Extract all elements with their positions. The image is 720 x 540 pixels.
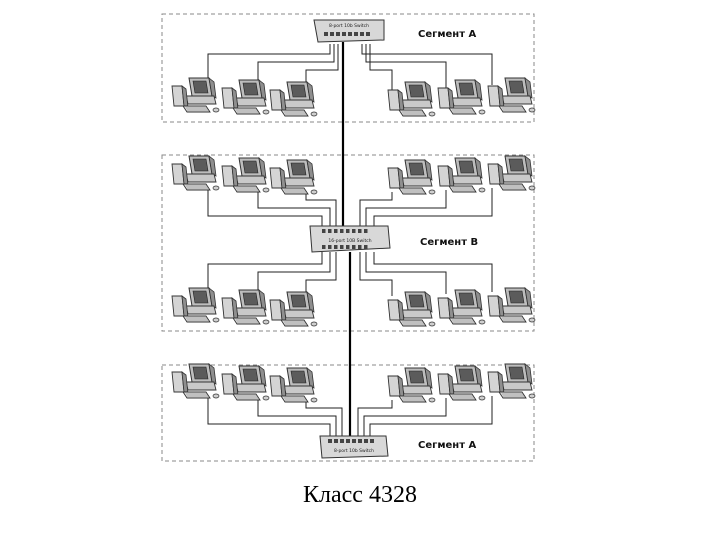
workstation-icon — [171, 155, 220, 191]
workstation-icon — [269, 291, 318, 327]
top-switch-label: 8-port 10b Switch — [329, 23, 369, 29]
slide-caption: Класс 4328 — [303, 482, 417, 508]
workstation-icon — [487, 77, 536, 113]
segment-b-frame — [161, 154, 535, 332]
workstation-icon — [269, 367, 318, 403]
segment-a-top-label: Сегмент А — [418, 29, 476, 40]
workstation-icon — [437, 365, 486, 401]
top-switch: 8-port 10b Switch — [313, 19, 385, 43]
workstation-icon — [387, 291, 436, 327]
workstation-icon — [387, 159, 436, 195]
workstation-icon — [387, 81, 436, 117]
top-segment-cabling — [207, 44, 493, 96]
workstation-icons-top — [171, 77, 536, 117]
workstation-icons-middle-upper — [171, 155, 536, 195]
middle-segment-cabling — [207, 188, 493, 296]
workstation-icon — [387, 367, 436, 403]
workstation-icon — [171, 363, 220, 399]
workstation-icon — [269, 159, 318, 195]
workstation-icons-middle-lower — [171, 287, 536, 327]
segment-a-bottom-frame — [161, 364, 535, 462]
segment-a-bottom-label: Сегмент А — [418, 440, 476, 451]
workstation-icons-bottom — [171, 363, 536, 403]
workstation-icon — [487, 155, 536, 191]
segment-b-label: Сегмент В — [420, 237, 478, 248]
workstation-icon — [221, 79, 270, 115]
workstation-icon — [269, 81, 318, 117]
workstation-icon — [437, 79, 486, 115]
workstation-icon — [221, 365, 270, 401]
workstation-icon — [437, 289, 486, 325]
bottom-switch: 8-port 10b Switch — [319, 435, 389, 459]
bottom-switch-label: 8-port 10b Switch — [334, 448, 374, 454]
bottom-segment-cabling — [207, 396, 493, 438]
backbone-links — [341, 42, 352, 438]
middle-switch: 16-port 10B Switch — [309, 225, 391, 253]
workstation-icon — [171, 287, 220, 323]
segment-a-top-frame — [161, 13, 535, 123]
workstation-icon — [487, 363, 536, 399]
middle-switch-label: 16-port 10B Switch — [328, 238, 371, 244]
workstation-icon — [437, 157, 486, 193]
workstation-icon — [221, 157, 270, 193]
workstation-icon — [171, 77, 220, 113]
workstation-icon — [487, 287, 536, 323]
workstation-icon — [221, 289, 270, 325]
